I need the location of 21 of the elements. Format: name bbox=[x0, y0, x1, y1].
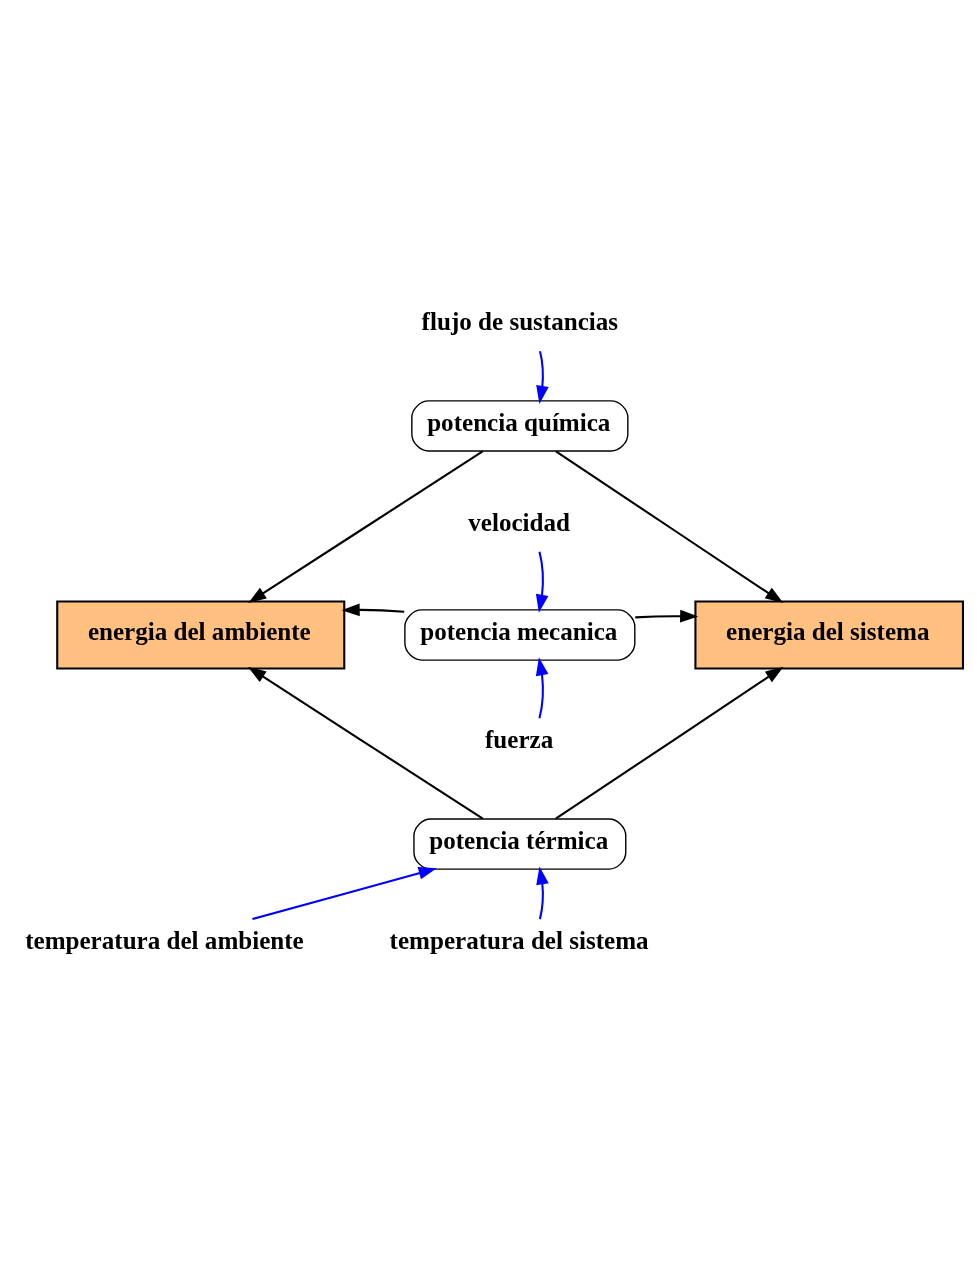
node-box: potencia química bbox=[411, 400, 629, 452]
arrow bbox=[341, 603, 405, 617]
node-text: temperatura del ambiente bbox=[25, 927, 304, 955]
arrow bbox=[635, 609, 699, 623]
arrow bbox=[252, 867, 437, 921]
node-text: velocidad bbox=[468, 509, 571, 537]
arrow bbox=[536, 866, 549, 920]
arrow bbox=[535, 657, 549, 719]
arrow bbox=[536, 350, 549, 404]
arrow bbox=[535, 551, 549, 613]
arrow bbox=[247, 666, 484, 820]
arrow bbox=[555, 450, 784, 603]
node-box: potencia mecanica bbox=[404, 609, 636, 661]
node-box: potencia térmica bbox=[413, 818, 627, 870]
arrow bbox=[248, 450, 484, 603]
node-box: energia del ambiente bbox=[56, 600, 346, 670]
node-text: fuerza bbox=[485, 726, 554, 754]
node-text: flujo de sustancias bbox=[421, 308, 619, 336]
node-text: temperatura del sistema bbox=[389, 927, 649, 955]
node-box: energia del sistema bbox=[694, 600, 964, 670]
arrow bbox=[555, 666, 784, 820]
